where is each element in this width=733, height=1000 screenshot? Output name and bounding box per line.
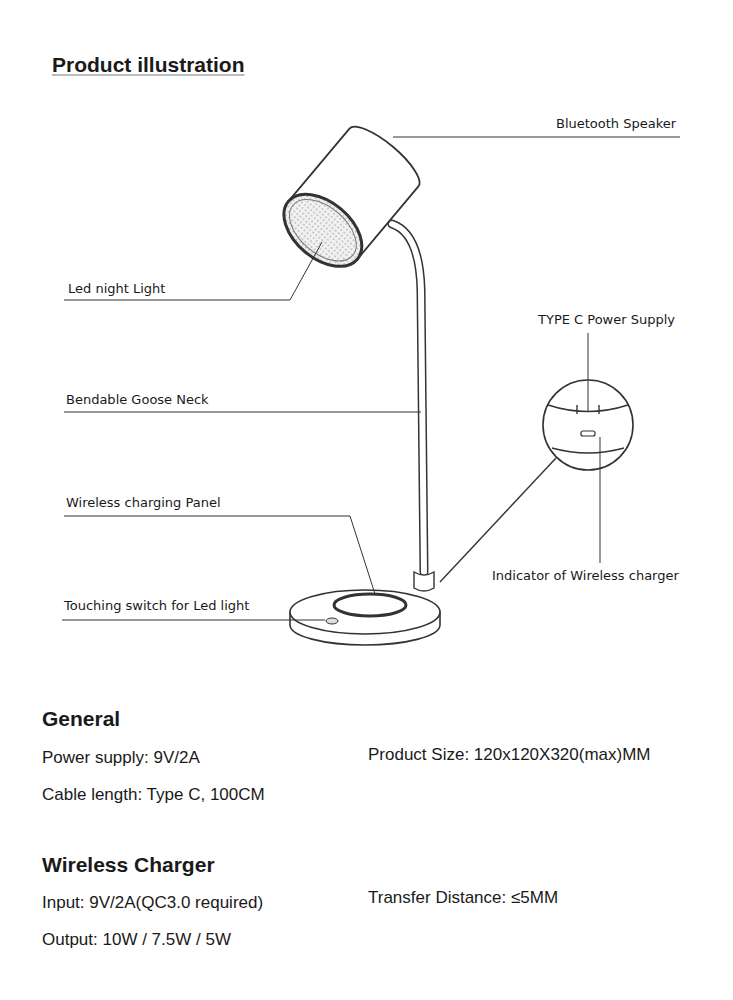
part-label: Wireless charging Panel (66, 495, 221, 511)
spec-text: Product Size: 120x120X320(max)MM (368, 745, 651, 765)
inset-detail (440, 380, 633, 582)
lamp-base (290, 572, 440, 645)
lamp-head (270, 118, 427, 281)
title: Product illustration (52, 52, 245, 77)
part-label: TYPE C Power Supply (538, 312, 675, 328)
part-label: Bendable Goose Neck (66, 392, 209, 408)
spec-text: Output: 10W / 7.5W / 5W (42, 930, 231, 950)
part-label: Led night Light (68, 281, 165, 297)
leader-lines (62, 137, 680, 620)
section-heading: Wireless Charger (42, 852, 215, 877)
section-heading: General (42, 706, 120, 731)
part-label: Bluetooth Speaker (556, 116, 676, 132)
part-label: Touching switch for Led light (64, 598, 249, 614)
part-label: Indicator of Wireless charger (492, 568, 679, 584)
spec-text: Cable length: Type C, 100CM (42, 785, 265, 805)
spec-text: Input: 9V/2A(QC3.0 required) (42, 893, 263, 913)
spec-text: Transfer Distance: ≤5MM (368, 888, 558, 908)
spec-text: Power supply: 9V/2A (42, 748, 200, 768)
